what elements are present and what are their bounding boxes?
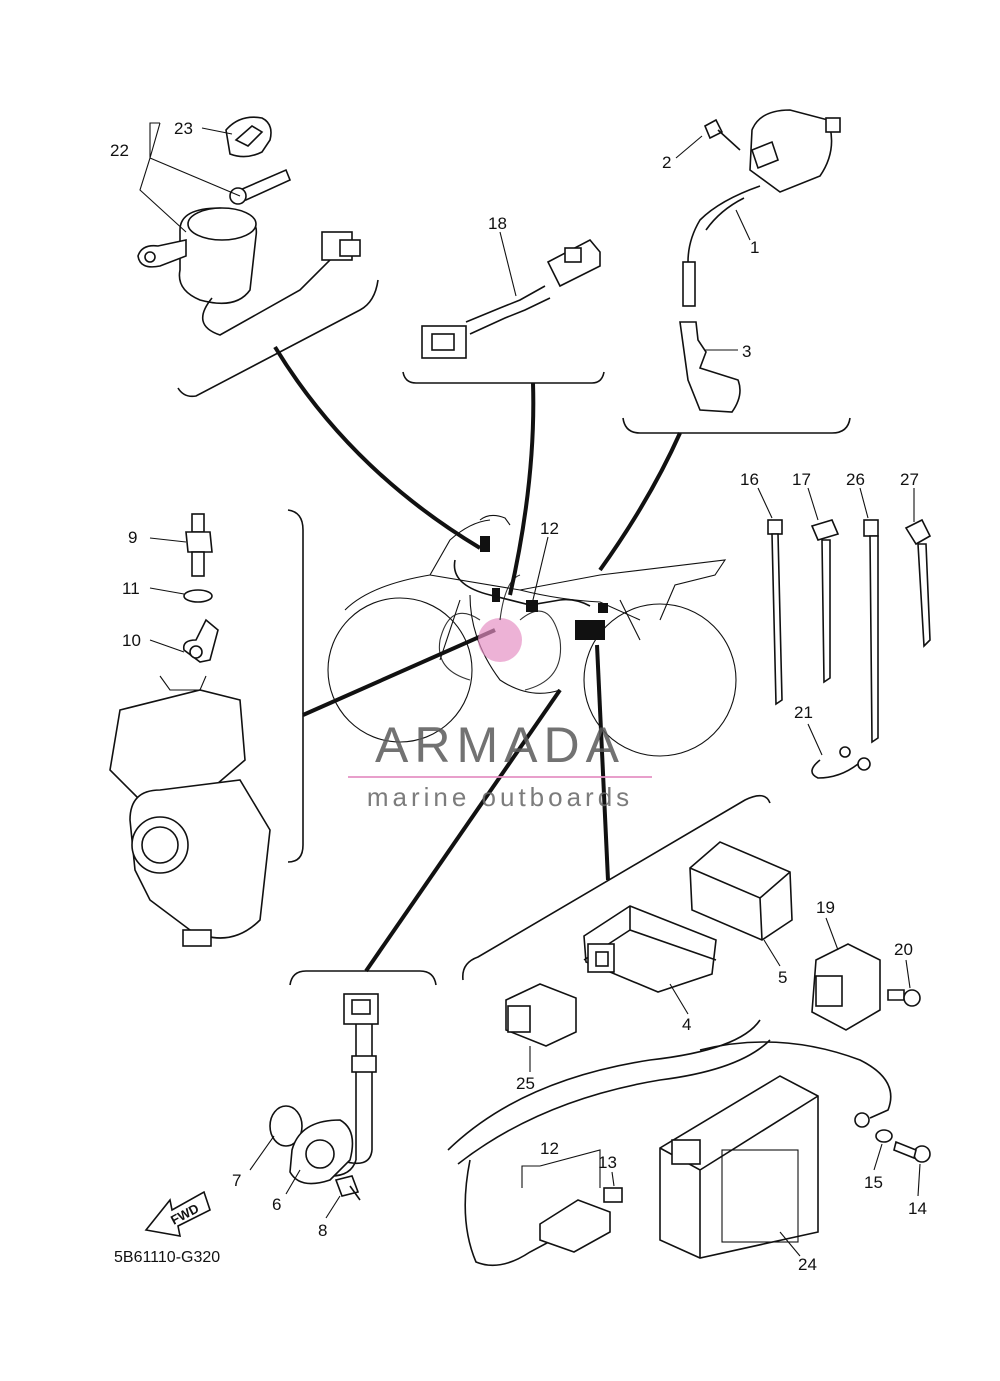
callout-4: 4 bbox=[682, 1015, 691, 1034]
diagram-code: 5B61110-G320 bbox=[114, 1249, 220, 1266]
leader-19 bbox=[825, 917, 839, 951]
leader-22 bbox=[139, 122, 187, 233]
leader-18 bbox=[499, 231, 517, 297]
callout-26: 26 bbox=[846, 470, 865, 489]
leader-9 bbox=[149, 537, 187, 543]
leader-7 bbox=[249, 1135, 275, 1171]
callout-18: 18 bbox=[488, 214, 507, 233]
band-drawing bbox=[811, 746, 871, 779]
leader-lead-wire bbox=[508, 382, 536, 596]
leader-11 bbox=[149, 587, 185, 595]
callout-25: 25 bbox=[516, 1074, 535, 1093]
leader-23 bbox=[201, 127, 233, 135]
electrical-components-drawing bbox=[505, 841, 921, 1047]
callout-13: 13 bbox=[598, 1153, 617, 1172]
leader-neutral-switch bbox=[364, 688, 562, 973]
callout-1: 1 bbox=[750, 238, 759, 257]
lead-wire-drawing bbox=[421, 238, 601, 359]
leader-14 bbox=[917, 1163, 921, 1197]
callout-10: 10 bbox=[122, 631, 141, 650]
leader-4 bbox=[669, 983, 689, 1015]
fwd-label: FWD bbox=[168, 1201, 201, 1228]
harness-battery-drawing bbox=[447, 1019, 931, 1267]
ignition-coil-drawing bbox=[679, 109, 841, 413]
callout-5: 5 bbox=[778, 968, 787, 987]
neutral-switch-drawing bbox=[269, 993, 379, 1201]
leader-6 bbox=[285, 1169, 301, 1195]
leader-21 bbox=[807, 723, 823, 756]
fwd-arrow-icon: FWD bbox=[144, 1190, 211, 1237]
bracket-ignition-coil bbox=[622, 417, 851, 434]
leader-20 bbox=[905, 959, 911, 989]
callout-3: 3 bbox=[742, 342, 751, 361]
callout-27: 27 bbox=[900, 470, 919, 489]
leader-8 bbox=[325, 1195, 341, 1219]
leader-15 bbox=[873, 1143, 883, 1171]
callout-12-top: 12 bbox=[540, 519, 559, 538]
bracket-lead-wire bbox=[402, 371, 605, 384]
leader-10 bbox=[149, 639, 185, 653]
callout-15: 15 bbox=[864, 1173, 883, 1192]
cable-ties-drawing bbox=[767, 518, 932, 744]
callout-20: 20 bbox=[894, 940, 913, 959]
bracket-electrical-box bbox=[461, 794, 771, 981]
callout-2: 2 bbox=[662, 153, 671, 172]
bracket-carburetor bbox=[287, 509, 304, 863]
leader-12b bbox=[521, 1149, 601, 1188]
leader-16 bbox=[757, 487, 773, 519]
carburetor-drawing bbox=[109, 513, 271, 947]
callout-7: 7 bbox=[232, 1171, 241, 1190]
watermark-logo-icon bbox=[478, 618, 522, 662]
callout-16: 16 bbox=[740, 470, 759, 489]
callout-19: 19 bbox=[816, 898, 835, 917]
callout-14: 14 bbox=[908, 1199, 927, 1218]
watermark: ARMADA marine outboards bbox=[348, 574, 652, 812]
motorcycle-outline bbox=[327, 514, 737, 757]
main-switch-drawing bbox=[137, 116, 361, 336]
watermark-title: ARMADA bbox=[375, 717, 625, 773]
callout-22: 22 bbox=[110, 141, 129, 160]
callout-23: 23 bbox=[174, 119, 193, 138]
leader-13 bbox=[611, 1171, 615, 1187]
leader-12a bbox=[531, 536, 549, 605]
callout-8: 8 bbox=[318, 1221, 327, 1240]
leader-24 bbox=[779, 1231, 801, 1257]
callout-11: 11 bbox=[122, 579, 140, 598]
leader-26 bbox=[859, 487, 869, 519]
leader-ignition-coil bbox=[598, 432, 682, 572]
callout-9: 9 bbox=[128, 528, 137, 547]
leader-5 bbox=[763, 939, 781, 967]
bracket-neutral-switch bbox=[289, 970, 437, 986]
callout-24: 24 bbox=[798, 1255, 817, 1274]
leader-main-switch bbox=[273, 345, 482, 550]
leader-1 bbox=[735, 209, 751, 241]
callout-6: 6 bbox=[272, 1195, 281, 1214]
callout-12-bottom: 12 bbox=[540, 1139, 559, 1158]
leader-electrical-box bbox=[595, 644, 610, 881]
callout-21: 21 bbox=[794, 703, 813, 722]
leader-2 bbox=[675, 135, 703, 159]
callout-17: 17 bbox=[792, 470, 811, 489]
leader-17 bbox=[807, 487, 819, 521]
watermark-subtitle: marine outboards bbox=[367, 782, 633, 812]
leader-22b bbox=[149, 157, 241, 197]
